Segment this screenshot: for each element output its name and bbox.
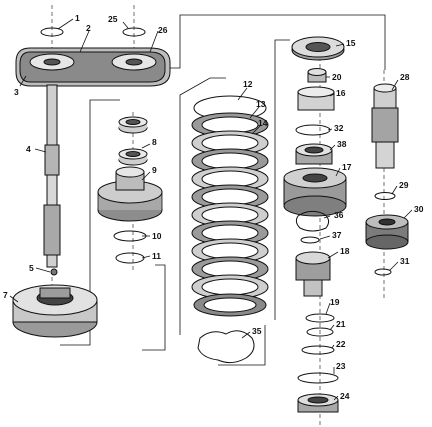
callout-labels: 1 2 3 4 5 7 8 9 10 11 12 13 14 15 20 16 … [3,13,424,401]
callout-7: 7 [3,290,8,300]
ring-22 [301,345,335,355]
callout-35: 35 [252,326,262,336]
retaining-ring-11 [115,252,145,264]
clutch-drum [12,284,98,338]
callout-36: 36 [334,210,344,220]
wave-spring [197,330,255,364]
snap-ring-25 [122,27,146,37]
callout-10: 10 [152,231,162,241]
bushing [307,68,327,83]
callout-38: 38 [337,139,347,149]
drive-chain-assembly [15,47,171,87]
ring-21 [306,327,334,337]
callout-23: 23 [336,361,346,371]
callout-2: 2 [86,23,91,33]
callout-5: 5 [29,263,34,273]
snap-ring-29 [374,192,396,200]
callout-22: 22 [336,339,346,349]
callout-11: 11 [152,251,161,261]
callout-14: 14 [258,118,268,128]
connector-lines [60,14,386,366]
callout-21: 21 [336,319,346,329]
callout-28: 28 [400,72,410,82]
callout-17: 20 [332,72,342,82]
snap-ring-32 [295,124,331,136]
callout-9: 9 [152,165,157,175]
sun-gear [295,251,331,297]
sleeve [297,86,335,111]
bearing-38 [295,143,333,165]
callout-1: 1 [75,13,80,23]
callout-20: 19 [330,297,340,307]
output-gear [365,214,409,250]
callout-37: 37 [332,230,342,240]
callout-31: 31 [400,256,410,266]
callout-19: 18 [340,246,350,256]
callout-13: 13 [256,99,266,109]
main-shaft [43,84,61,268]
check-ball [50,268,58,276]
callout-15: 15 [346,38,356,48]
bearing-24 [297,393,339,413]
snap-ring-31 [374,268,392,276]
callout-26: 26 [158,25,168,35]
callout-16: 16 [336,88,346,98]
callout-3: 3 [14,87,19,97]
callout-24: 24 [340,391,350,401]
bearing-lower [118,148,148,166]
leader-lines [9,18,413,401]
hub-plate [291,36,345,61]
retaining-ring-10 [113,230,147,242]
callout-29: 29 [399,180,409,190]
callout-25: 25 [108,14,118,24]
snap-ring-37 [300,236,320,244]
snap-ring-1 [40,27,64,37]
output-shaft [371,83,399,169]
thrust-washer [295,210,330,232]
callout-4: 4 [26,144,31,154]
callout-8: 8 [152,137,157,147]
ring-23 [297,372,339,384]
gear-assembly [97,166,163,222]
clutch-plate-stack [191,95,269,317]
planetary-carrier [283,167,347,217]
bearing-upper [118,116,148,134]
callout-30: 30 [414,204,424,214]
ring-20 [305,313,335,323]
callout-18: 17 [342,162,352,172]
callout-32: 32 [334,123,344,133]
callout-12: 12 [243,79,253,89]
